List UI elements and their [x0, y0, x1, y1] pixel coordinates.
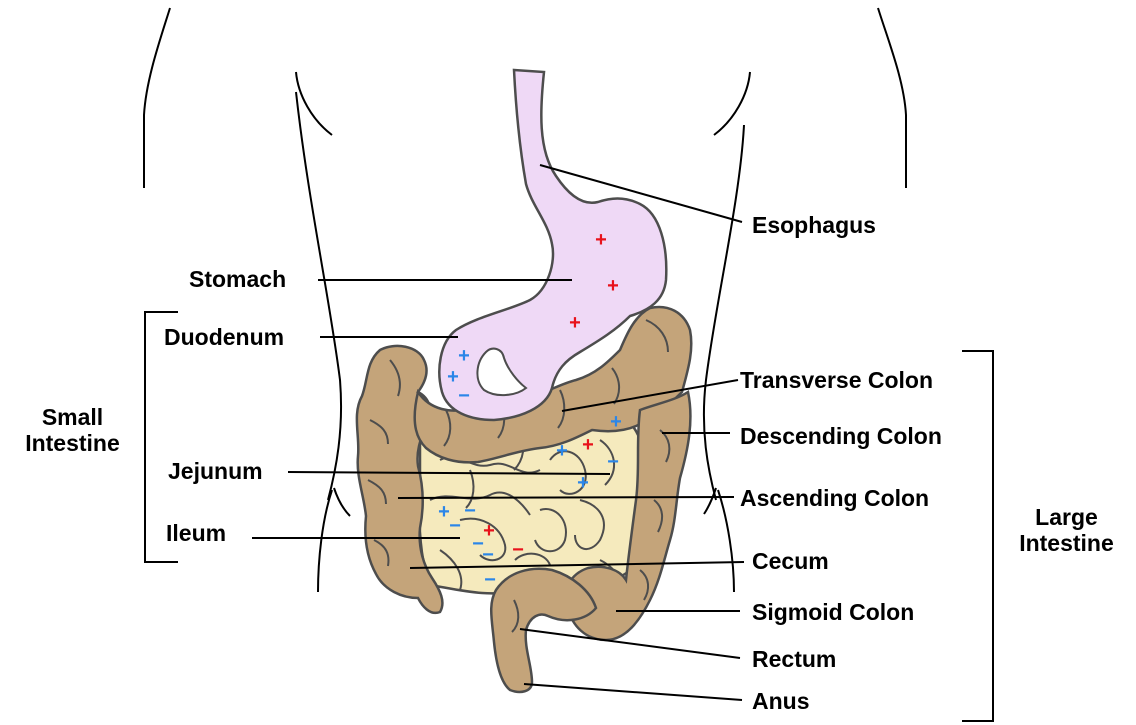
anus-leader — [524, 684, 742, 700]
right-hip-line — [718, 490, 734, 592]
left-iliac-line — [334, 488, 350, 516]
jejunum-negative-charge: − — [607, 451, 619, 473]
stomach-positive-charge: + — [607, 275, 619, 297]
ileum-negative-charge: − — [449, 515, 461, 537]
jejunum-positive-charge: + — [582, 434, 594, 456]
ileum-negative-charge: − — [512, 539, 524, 561]
small-intestine-group-label: Small Intestine — [10, 404, 135, 456]
rectum-leader — [520, 629, 740, 658]
stomach-label: Stomach — [189, 266, 286, 292]
ileum-label: Ileum — [166, 520, 226, 546]
transverse-colon-label: Transverse Colon — [740, 367, 933, 393]
jejunum-label: Jejunum — [168, 458, 263, 484]
right-waist-line — [704, 125, 744, 500]
duodenum-positive-charge: + — [458, 345, 470, 367]
ascending-colon-leader — [398, 497, 734, 498]
ileum-positive-charge: + — [483, 520, 495, 542]
torso-right-shoulder-line — [878, 8, 906, 188]
stomach-positive-charge: + — [569, 312, 581, 334]
duodenum-label: Duodenum — [164, 324, 284, 350]
jejunum-positive-charge: + — [556, 440, 568, 462]
right-iliac-line — [704, 488, 716, 514]
left-armpit-line — [296, 72, 332, 135]
ileum-negative-charge: − — [464, 500, 476, 522]
descending-colon-label: Descending Colon — [740, 423, 942, 449]
cecum-negative-charge: − — [484, 569, 496, 591]
large-intestine-bracket — [962, 351, 993, 721]
large-intestine-group-label: Large Intestine — [1004, 504, 1129, 556]
anus-label: Anus — [752, 688, 810, 714]
jejunum-positive-charge: + — [610, 411, 622, 433]
ascending-colon-label: Ascending Colon — [740, 485, 929, 511]
left-hip-line — [318, 490, 332, 592]
duodenum-negative-charge: − — [458, 385, 470, 407]
jejunum-positive-charge: + — [577, 472, 589, 494]
esophagus-label: Esophagus — [752, 212, 876, 238]
duodenum-positive-charge: + — [447, 366, 459, 388]
sigmoid-colon-label: Sigmoid Colon — [752, 599, 914, 625]
rectum-label: Rectum — [752, 646, 836, 672]
ileum-negative-charge: − — [482, 544, 494, 566]
cecum-label: Cecum — [752, 548, 829, 574]
ileum-positive-charge: + — [438, 501, 450, 523]
stomach-positive-charge: + — [595, 229, 607, 251]
left-waist-line — [296, 92, 341, 500]
torso-left-shoulder-line — [144, 8, 170, 188]
